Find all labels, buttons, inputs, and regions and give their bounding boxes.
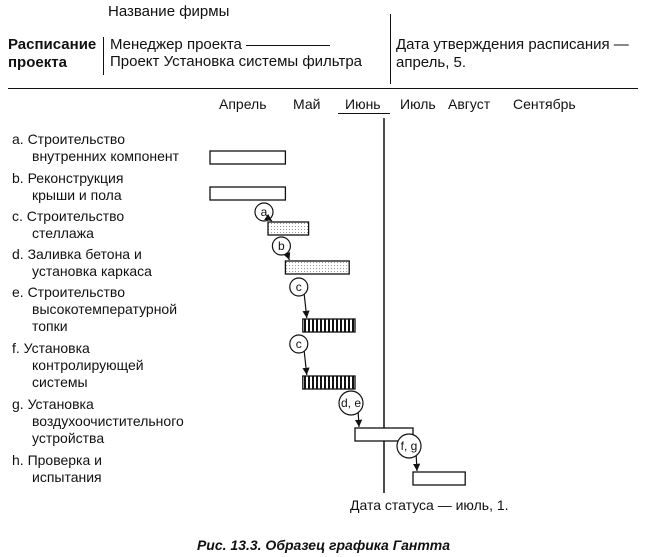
dependency-circle [396,433,422,459]
dependency-arrow [413,455,421,472]
dependency-label: c [296,337,302,351]
month-label: Июль [400,96,436,112]
approval-date-line2: апрель, 5. [396,54,467,71]
task-label-line: e. Строительство [12,284,125,300]
dependency-label: d, e [341,396,361,410]
dependency-arrow [302,351,310,376]
dependency-arrow [264,213,273,222]
task-bar-h [412,471,466,486]
project-name-label: Проект Установка системы фильтра [110,53,362,70]
task-label-line: установка каркаса [32,263,152,279]
task-bar-b [209,186,287,201]
task-bar-c [267,221,310,236]
status-date-label: Дата статуса — июль, 1. [350,497,509,513]
dependency-label: c [296,280,302,294]
company-name-label: Название фирмы [108,3,230,20]
task-label-line: устройства [32,430,105,446]
dependency-circle [289,334,309,354]
approval-date-line1: Дата утверждения расписания — [396,36,629,53]
task-bar-e [302,318,356,333]
task-bar-f [302,375,356,390]
dependency-label: a [261,205,268,219]
dependency-label: f, g [401,439,418,453]
project-manager-label: Менеджер проекта [110,36,242,53]
dependency-arrow [283,251,291,261]
task-label-line: c. Строительство [12,208,125,224]
task-label-line: стеллажа [32,225,94,241]
dependency-circle [338,390,364,416]
task-label-line: h. Проверка и [12,452,102,468]
task-label-line: крыши и пола [32,187,122,203]
task-label-line: g. Установка [12,396,94,412]
task-label-line: d. Заливка бетона и [12,246,142,262]
task-label-line: испытания [32,469,102,485]
task-label-line: системы [32,374,88,390]
task-label-line: воздухоочистительного [32,413,184,429]
month-label: Июнь [345,96,381,112]
schedule-title: Расписание проекта [8,36,96,72]
figure-caption: Рис. 13.3. Образец графика Гантта [196,537,451,553]
task-bar-a [209,150,287,165]
month-label: Сентябрь [513,96,576,112]
month-label: Август [448,96,491,112]
task-label-line: внутренних компонент [32,148,180,164]
task-label-line: a. Строительство [12,131,125,147]
header-divider-right [390,14,391,84]
task-label-line: контролирующей [32,357,144,373]
task-label-line: f. Установка [12,340,90,356]
approval-date: Дата утверждения расписания — апрель, 5. [396,36,629,72]
dependency-arrow [355,412,363,428]
schedule-title-line1: Расписание [8,36,97,53]
task-label-line: высокотемпературной [32,301,178,317]
dependency-circle [271,236,291,256]
dependency-arrow [302,294,310,319]
header-divider-left [103,37,104,75]
task-label-line: b. Реконструкция [12,170,124,186]
current-month-underline [338,113,390,114]
dependency-circle [289,277,309,297]
project-manager-row: Менеджер проекта [110,36,330,53]
schedule-title-line2: проекта [8,54,67,71]
dependency-label: b [278,239,285,253]
header-rule [8,88,638,89]
task-bar-d [284,260,350,275]
month-label: Апрель [219,96,267,112]
project-manager-blank [245,45,330,46]
month-label: Май [293,96,321,112]
task-label-line: топки [32,318,68,334]
